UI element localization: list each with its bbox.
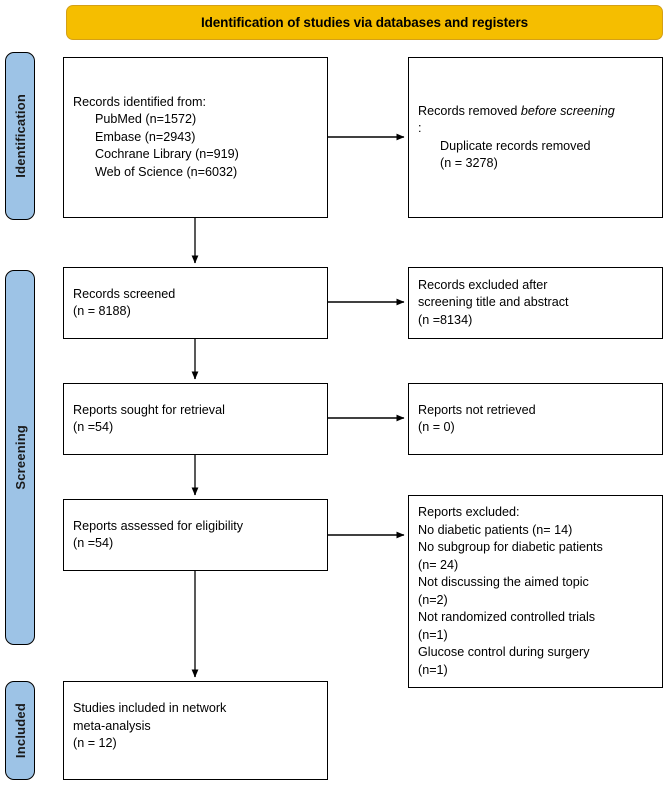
diagram-banner: Identification of studies via databases …: [66, 5, 663, 40]
records-removed-emphasis: before screening: [520, 103, 615, 118]
records-removed-lead-wrap: Records removed before screening: [418, 103, 653, 121]
reports-assessed-label: Reports assessed for eligibility: [73, 518, 244, 533]
records-identified-source: Web of Science (n=6032): [95, 164, 238, 179]
reports-excluded-reason: (n=2): [418, 592, 448, 607]
banner-title: Identification of studies via databases …: [200, 15, 529, 30]
records-excluded-line1: Records excluded after: [418, 277, 548, 292]
records-identified-source: PubMed (n=1572): [95, 112, 197, 127]
box-reports-sought: Reports sought for retrieval (n =54): [63, 383, 328, 455]
reports-excluded-reason: Glucose control during surgery: [418, 645, 590, 659]
box-records-excluded-screening: Records excluded after screening title a…: [408, 267, 663, 339]
box-reports-not-retrieved: Reports not retrieved (n = 0): [408, 383, 663, 455]
records-identified-source: Embase (n=2943): [95, 129, 196, 144]
records-removed-lead: Records removed: [418, 103, 521, 118]
reports-excluded-reason: Not randomized controlled trials: [418, 610, 596, 624]
box-records-screened: Records screened (n = 8188): [63, 267, 328, 339]
reports-assessed-count: (n =54): [73, 536, 114, 550]
reports-excluded-reason: (n= 24): [418, 557, 459, 572]
studies-included-line1: Studies included in network: [73, 701, 227, 715]
reports-excluded-heading: Reports excluded:: [418, 505, 520, 519]
records-removed-detail: Duplicate records removed: [440, 138, 591, 153]
records-excluded-line2: screening title and abstract: [418, 295, 569, 310]
studies-included-line2: meta-analysis: [73, 718, 151, 733]
box-records-identified: Records identified from: PubMed (n=1572)…: [63, 57, 328, 218]
reports-not-retrieved-count: (n = 0): [418, 420, 455, 434]
reports-excluded-reason: No diabetic patients (n= 14): [418, 522, 573, 537]
reports-excluded-reason: No subgroup for diabetic patients: [418, 540, 603, 554]
reports-sought-count: (n =54): [73, 420, 114, 434]
box-studies-included: Studies included in network meta-analysi…: [63, 681, 328, 780]
records-identified-heading: Records identified from:: [73, 94, 206, 109]
stage-tab-included: Included: [5, 681, 35, 780]
stage-tab-identification: Identification: [5, 52, 35, 220]
box-reports-excluded: Reports excluded: No diabetic patients (…: [408, 495, 663, 688]
records-excluded-count: (n =8134): [418, 312, 473, 327]
records-removed-count: (n = 3278): [440, 156, 498, 170]
records-screened-count: (n = 8188): [73, 304, 131, 318]
box-reports-assessed: Reports assessed for eligibility (n =54): [63, 499, 328, 571]
records-removed-colon: :: [418, 121, 422, 135]
reports-excluded-reason: (n=1): [418, 627, 448, 642]
reports-sought-label: Reports sought for retrieval: [73, 402, 225, 417]
box-records-removed: Records removed before screening : Dupli…: [408, 57, 663, 218]
stage-label-screening: Screening: [12, 425, 28, 490]
records-screened-label: Records screened: [73, 286, 176, 301]
stage-tab-screening: Screening: [5, 270, 35, 645]
reports-excluded-reason: (n=1): [418, 662, 448, 677]
reports-not-retrieved-label: Reports not retrieved: [418, 402, 536, 417]
studies-included-count: (n = 12): [73, 736, 117, 750]
stage-label-included: Included: [12, 702, 28, 759]
records-identified-source: Cochrane Library (n=919): [95, 147, 239, 162]
stage-label-identification: Identification: [12, 94, 28, 178]
reports-excluded-reason: Not discussing the aimed topic: [418, 575, 589, 589]
